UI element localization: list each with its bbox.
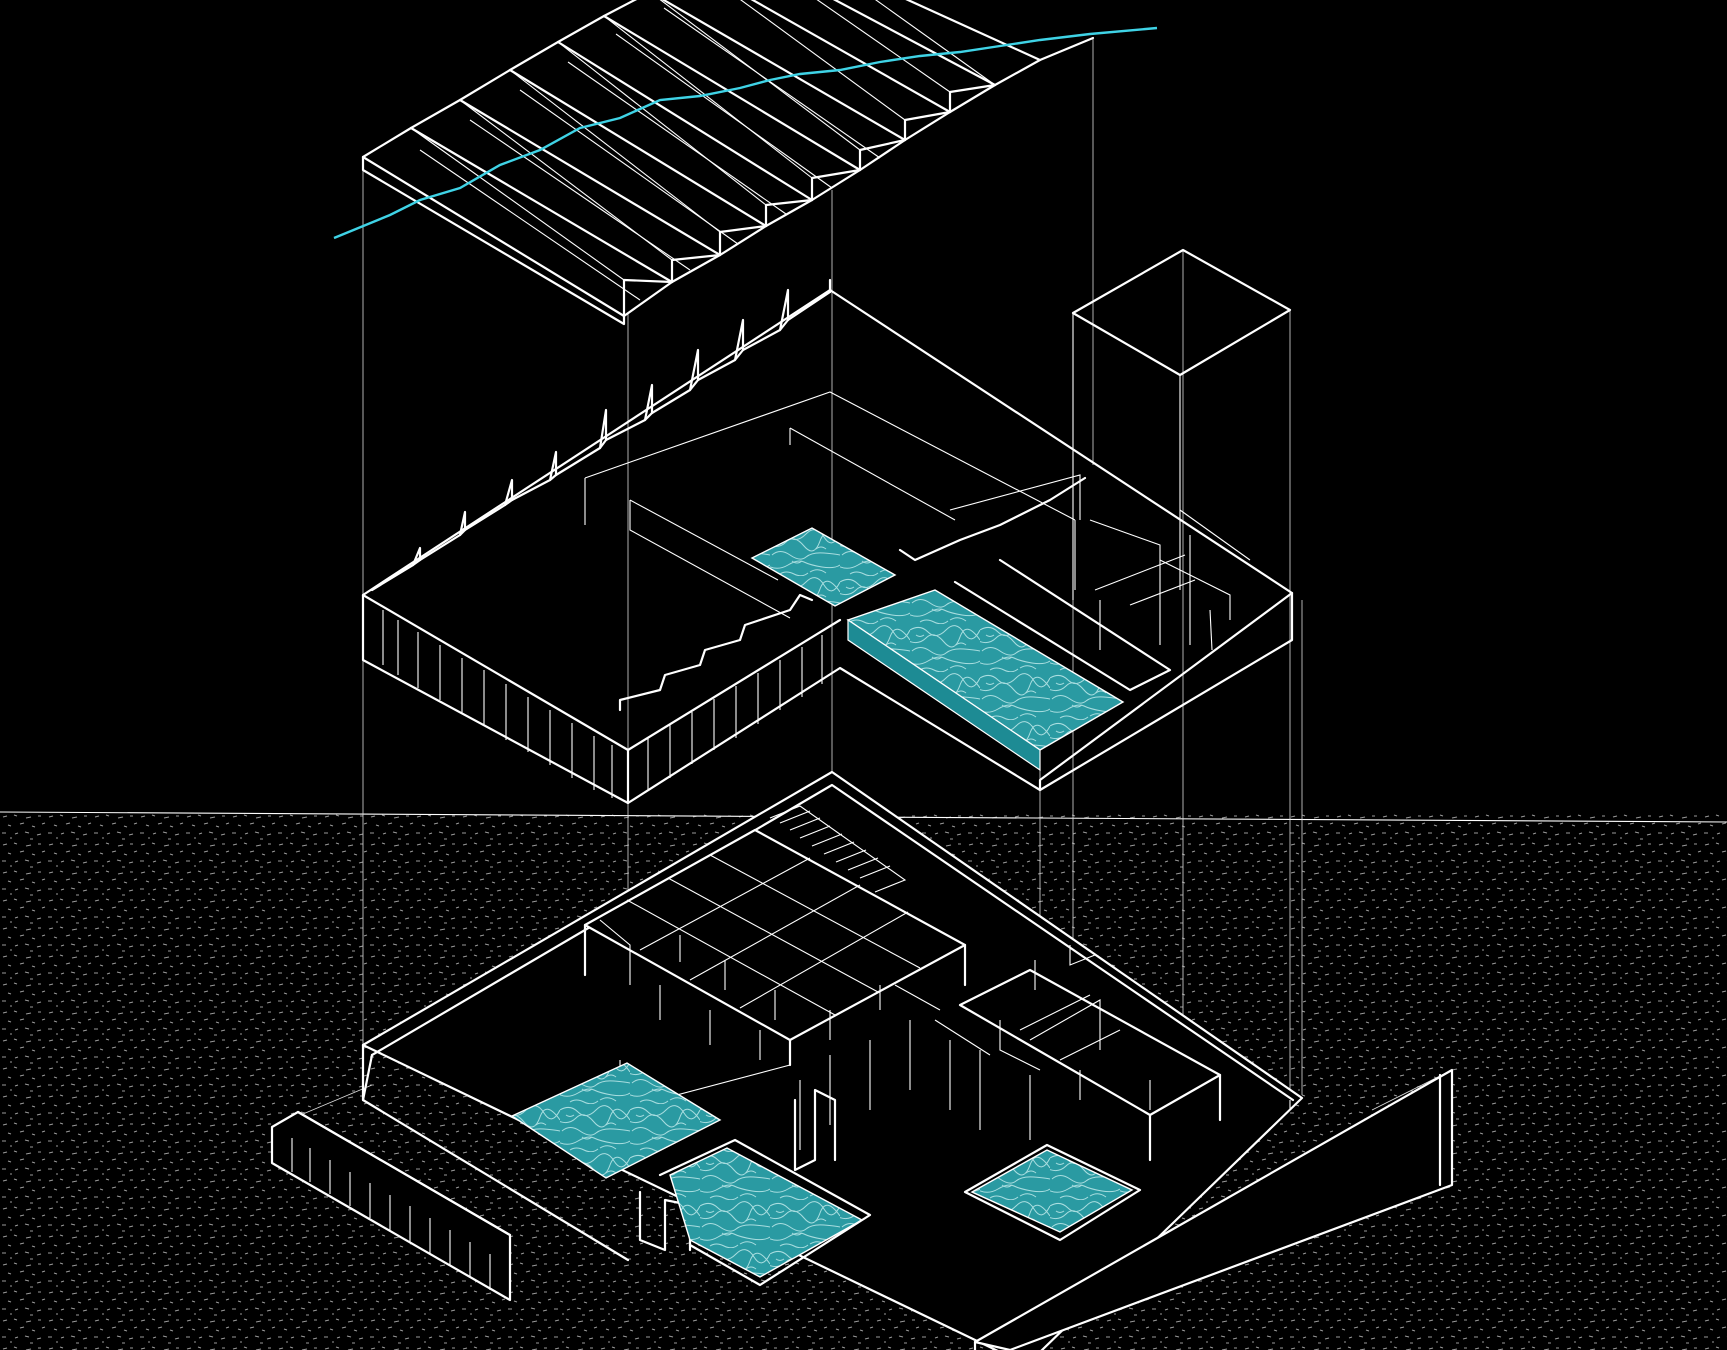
upper-pool-edge [847, 618, 1041, 772]
upper-sawtooth-parapet [370, 278, 832, 592]
upper-small-pool [750, 527, 897, 607]
ground-pool-left [510, 1062, 722, 1179]
ground-floor [361, 770, 1304, 1350]
upper-floor [361, 278, 1294, 805]
roof-slat-panels [361, 0, 1095, 326]
ground-service-rooms [958, 968, 1222, 1162]
upper-facade-fins [382, 610, 823, 798]
roof-slat-diagonals [410, 0, 996, 301]
folding-screen-right [793, 1088, 837, 1172]
rooftop-tower-volume [1071, 248, 1292, 600]
boundary-wall-right [973, 1068, 1454, 1350]
roof-slats [333, 0, 1158, 326]
boundary-wall-left [270, 1110, 512, 1302]
ground-grid-rooms [583, 828, 967, 1067]
upper-stepped-wall [618, 593, 814, 712]
ground-pool-center [669, 1147, 864, 1278]
ground-pool-right [970, 1149, 1134, 1233]
topographic-contour-line [333, 26, 1158, 240]
upper-stepped-ledge [898, 476, 1087, 562]
ground-staircase [769, 805, 907, 893]
